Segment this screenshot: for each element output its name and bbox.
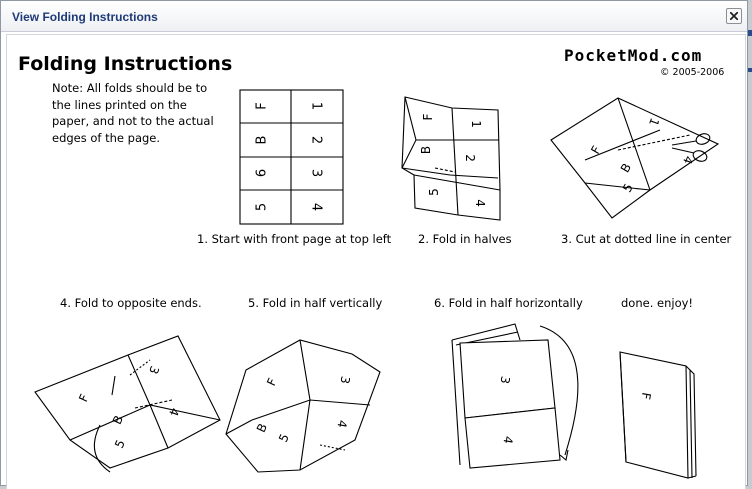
page-label-5: 5 xyxy=(255,203,270,211)
step-2-label-1: 1 xyxy=(469,120,483,128)
page-label-6: 6 xyxy=(255,169,270,177)
step-3-label-4: 4 xyxy=(680,154,696,166)
step-4-label-3: 3 xyxy=(146,364,162,376)
close-button[interactable] xyxy=(726,8,742,24)
step-2-label-5: 5 xyxy=(427,188,441,196)
title-bar[interactable]: View Folding Instructions xyxy=(1,1,747,32)
page-label-3: 3 xyxy=(309,169,324,177)
copyright-text: © 2005-2006 xyxy=(660,67,725,78)
close-icon xyxy=(730,12,738,20)
step-1-sheet: F 1 B 2 6 3 5 4 xyxy=(239,89,344,225)
page-title: Folding Instructions xyxy=(18,53,233,75)
step-4-caption: 4. Fold to opposite ends. xyxy=(60,296,202,310)
step-7-caption: done. enjoy! xyxy=(621,296,694,310)
scissors-icon xyxy=(671,133,711,162)
step-2-fold: F 1 B 2 5 4 xyxy=(401,96,501,221)
page-label-f: F xyxy=(255,102,270,109)
page-label-2: 2 xyxy=(309,136,324,144)
step-3-caption: 3. Cut at dotted line in center xyxy=(561,232,732,246)
step-3-label-1: 1 xyxy=(646,116,662,128)
step-7-booklet: F xyxy=(619,351,697,479)
page-label-1: 1 xyxy=(309,102,324,110)
step-4-fold: F 3 B 4 5 xyxy=(34,335,221,473)
step-2-label-4: 4 xyxy=(473,199,487,207)
step-5-label-3: 3 xyxy=(337,375,352,385)
folding-note: Note: All folds should be to the lines p… xyxy=(52,81,214,145)
step-7-label-f: F xyxy=(638,391,653,400)
step-6-caption: 6. Fold in half horizontally xyxy=(434,296,583,310)
window-title: View Folding Instructions xyxy=(12,10,158,24)
step-6-label-3: 3 xyxy=(497,375,512,385)
step-2-caption: 2. Fold in halves xyxy=(418,232,512,246)
step-1-caption: 1. Start with front page at top left xyxy=(197,232,392,246)
step-6-fold: 3 4 xyxy=(451,323,579,469)
page-label-b: B xyxy=(255,136,270,145)
edge-marker xyxy=(748,68,752,72)
step-5-label-4: 4 xyxy=(334,419,349,429)
step-2-label-b: B xyxy=(419,146,433,154)
step-2-label-2: 2 xyxy=(463,154,477,162)
step-5-fold: F 3 B 5 4 xyxy=(225,339,381,473)
step-3-cut: F 1 B 5 4 xyxy=(550,97,720,219)
step-2-label-f: F xyxy=(421,113,435,120)
page-label-4: 4 xyxy=(309,203,324,211)
step-5-caption: 5. Fold in half vertically xyxy=(248,296,383,310)
step-6-label-4: 4 xyxy=(500,435,515,445)
brand-logo: PocketMod.com xyxy=(564,46,703,65)
edge-marker xyxy=(748,30,752,36)
step-4-label-4: 4 xyxy=(166,406,182,418)
